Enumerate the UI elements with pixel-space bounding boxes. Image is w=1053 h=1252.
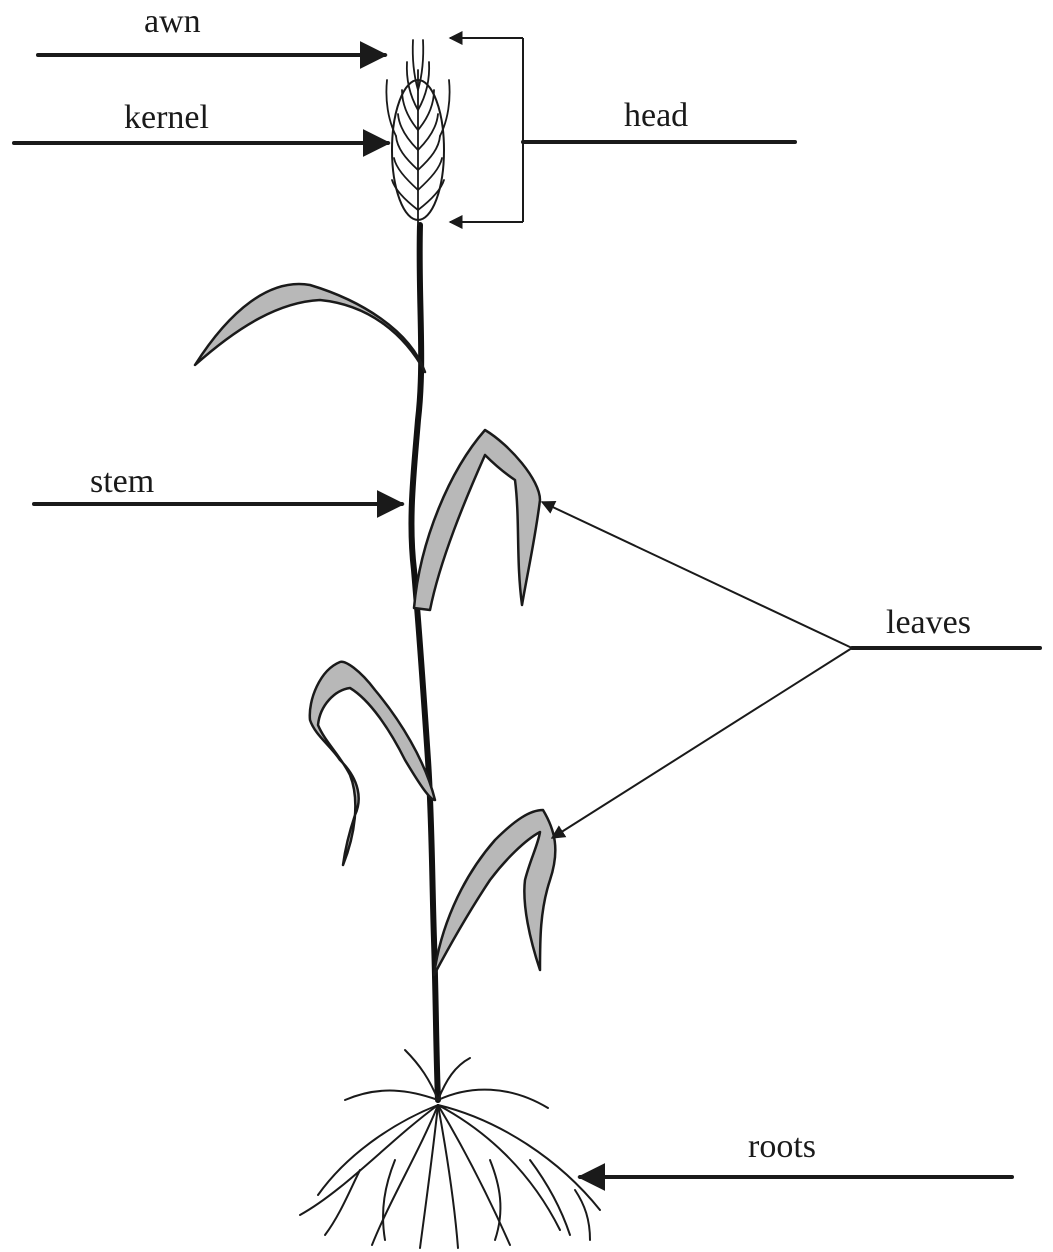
leaf-middle-right (414, 430, 540, 610)
leaf-lower-left (310, 662, 435, 865)
labels: awn kernel head stem leaves roots (90, 3, 971, 1165)
head-bracket (450, 38, 795, 222)
label-stem: stem (90, 463, 154, 500)
wheat-plant (195, 40, 600, 1248)
leaves-pointer (542, 502, 1040, 838)
label-leaves: leaves (886, 604, 971, 641)
label-awn: awn (144, 3, 201, 40)
leaf-upper-left (195, 284, 425, 372)
label-kernel: kernel (124, 99, 209, 136)
label-roots: roots (748, 1128, 816, 1165)
label-head: head (624, 97, 688, 134)
leaf-lower-right (434, 810, 555, 975)
wheat-head (386, 40, 449, 225)
roots-system (300, 1050, 600, 1248)
